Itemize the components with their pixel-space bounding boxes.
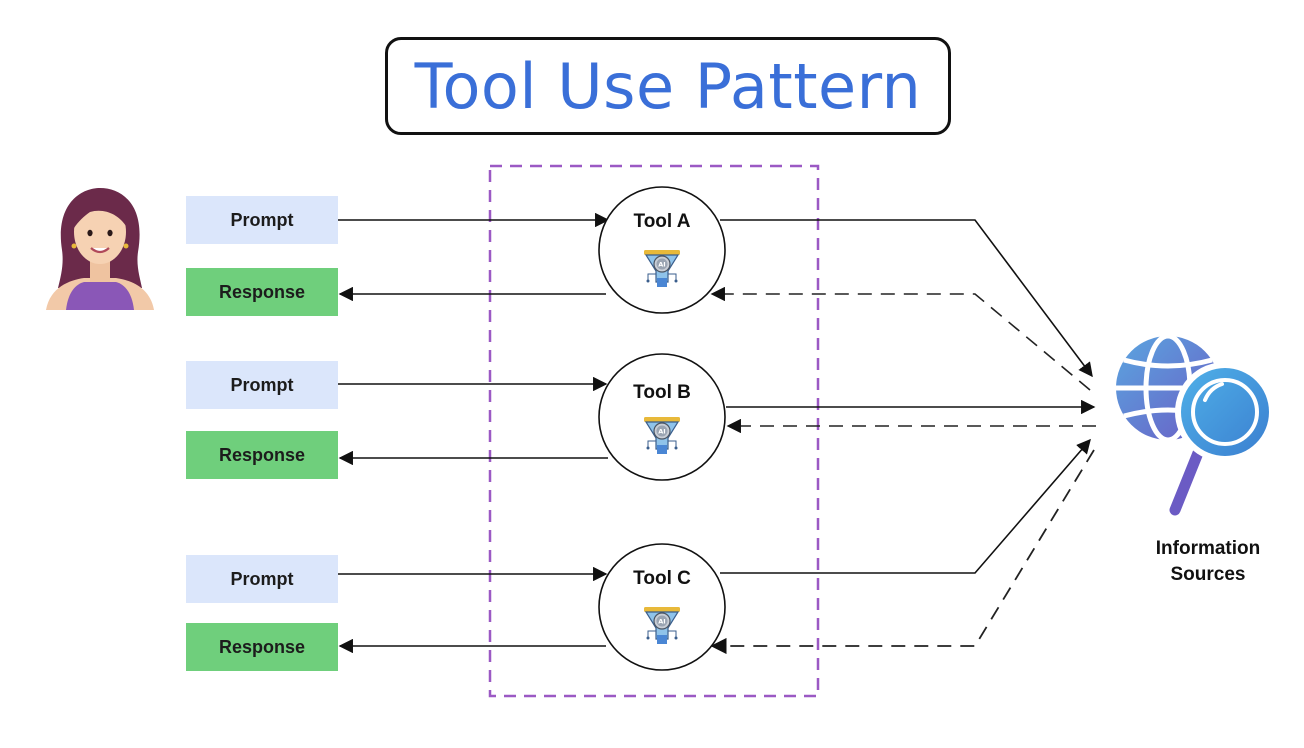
info-sources-line1: Information [1155,538,1261,559]
globe-magnifier-icon [1116,333,1275,516]
prompt-box-a: Prompt [186,196,338,244]
prompt-box-b: Prompt [186,361,338,409]
tool-group-border [488,164,820,698]
prompt-box-c: Prompt [186,555,338,603]
title-box: Tool Use Pattern [385,37,951,135]
response-box-b: Response [186,431,338,479]
woman-avatar-icon [46,188,154,310]
info-sources-line2: Sources [1170,564,1246,585]
tool-label-a: Tool A [633,211,691,232]
tool-label-b: Tool B [633,382,691,403]
arrow-tool-c-to-info [720,438,1091,574]
info-sources-label: Information Sources [1138,536,1278,588]
arrow-info-to-tool-a [710,286,1091,391]
response-box-a: Response [186,268,338,316]
page-title: Tool Use Pattern [414,49,922,123]
arrow-info-to-tool-c [710,449,1095,655]
response-box-c: Response [186,623,338,671]
tool-label-c: Tool C [633,568,691,589]
arrow-tool-a-to-info [720,219,1093,378]
